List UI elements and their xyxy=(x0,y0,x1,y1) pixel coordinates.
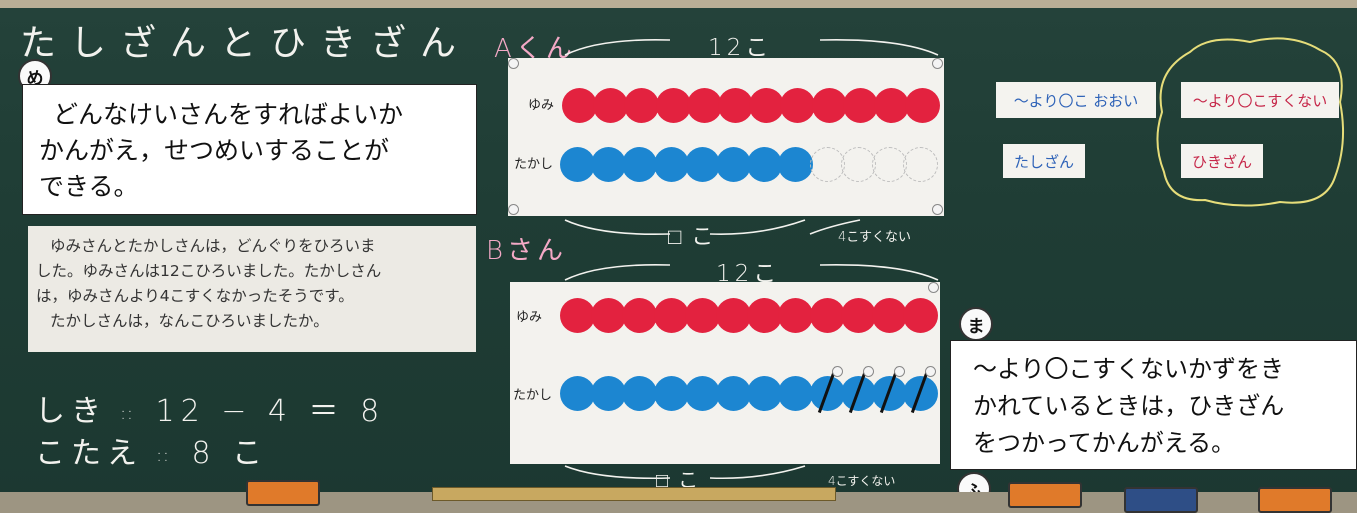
red-dot xyxy=(747,298,782,333)
diagram-b-row1-label: ゆみ xyxy=(516,306,542,325)
magnet xyxy=(925,366,936,377)
expression-row: しき ∷ 12 − 4 ＝ 8 xyxy=(35,386,385,430)
red-dot xyxy=(593,88,628,123)
board-title: たしざんとひきざん xyxy=(20,14,470,66)
diagram-a-row1-label: ゆみ xyxy=(528,94,554,113)
red-dot xyxy=(810,298,845,333)
keyword-strip-addition: たしざん xyxy=(1003,144,1085,178)
blue-dot xyxy=(747,376,782,411)
eraser-icon xyxy=(246,480,320,506)
red-dot xyxy=(749,88,784,123)
answer-row: こたえ ∷ 8 こ xyxy=(35,428,268,472)
red-dot xyxy=(685,298,720,333)
ruler-icon xyxy=(432,487,836,501)
magnet xyxy=(928,282,939,293)
summary-line-3: をつかってかんがえる。 xyxy=(973,425,1342,462)
red-dot xyxy=(903,298,938,333)
empty-dot xyxy=(903,147,938,182)
red-dot xyxy=(780,88,815,123)
goal-line-2: かんがえ，せつめいすることが xyxy=(39,133,460,169)
magnet xyxy=(508,204,519,215)
red-dot xyxy=(622,298,657,333)
red-dot xyxy=(716,298,751,333)
magnet xyxy=(508,58,519,69)
eraser-icon xyxy=(1008,482,1082,508)
thought-cloud xyxy=(1150,32,1350,212)
magnet xyxy=(932,204,943,215)
red-dot xyxy=(905,88,940,123)
keyword-strip-more: 〜より〇こ おおい xyxy=(996,82,1156,118)
red-dot xyxy=(591,298,626,333)
blue-dot xyxy=(747,147,782,182)
blue-dot xyxy=(716,376,751,411)
red-dot xyxy=(624,88,659,123)
eraser-icon xyxy=(1258,487,1332,513)
diagram-b-paper: ゆみ たかし xyxy=(510,282,940,464)
red-dot xyxy=(872,298,907,333)
expression-label: しき xyxy=(35,394,107,429)
diagram-b-title: Bさん xyxy=(486,230,567,267)
problem-paper: ゆみさんとたかしさんは，どんぐりをひろいま した。ゆみさんは12こひろいました。… xyxy=(28,226,476,352)
red-dot xyxy=(778,298,813,333)
blue-dot xyxy=(591,376,626,411)
red-dot xyxy=(843,88,878,123)
blue-dot xyxy=(778,376,813,411)
colon-icon: ∷ xyxy=(159,447,176,468)
red-dot xyxy=(874,88,909,123)
magnet xyxy=(863,366,874,377)
diagram-a-less-label: 4こすくない xyxy=(838,226,911,245)
blue-dot xyxy=(560,147,595,182)
blue-dot xyxy=(654,147,689,182)
answer-label: こたえ xyxy=(35,436,143,471)
empty-dot xyxy=(872,147,907,182)
colon-icon: ∷ xyxy=(123,405,140,426)
problem-line-2: した。ゆみさんは12こひろいました。たかしさん xyxy=(36,259,468,284)
red-dot xyxy=(812,88,847,123)
problem-line-4: たかしさんは，なんこひろいましたか。 xyxy=(36,309,468,334)
magnet xyxy=(894,366,905,377)
blue-dot xyxy=(778,147,813,182)
blue-dot xyxy=(685,376,720,411)
keyword-strip-subtraction: ひきざん xyxy=(1181,144,1263,178)
red-dot xyxy=(562,88,597,123)
problem-line-1: ゆみさんとたかしさんは，どんぐりをひろいま xyxy=(36,234,468,259)
empty-dot xyxy=(810,147,845,182)
answer-text: 8 こ xyxy=(192,436,269,471)
summary-badge: ま xyxy=(959,307,993,341)
expression-text: 12 − 4 ＝ 8 xyxy=(156,394,386,429)
board-frame xyxy=(0,0,1357,8)
keyword-strip-less: 〜より〇こすくない xyxy=(1181,82,1339,118)
red-dot xyxy=(560,298,595,333)
red-dot xyxy=(718,88,753,123)
diagram-a-box-label: □こ xyxy=(668,219,723,251)
red-dot xyxy=(687,88,722,123)
red-dot xyxy=(841,298,876,333)
diagram-a-paper: ゆみ たかし xyxy=(508,58,944,216)
diagram-b-row2-label: たかし xyxy=(513,384,552,403)
magnet xyxy=(932,58,943,69)
summary-line-2: かれているときは，ひきざん xyxy=(973,388,1342,425)
goal-line-1: どんなけいさんをすればよいか xyxy=(39,97,460,133)
red-dot xyxy=(656,88,691,123)
eraser-icon xyxy=(1124,487,1198,513)
blue-dot xyxy=(716,147,751,182)
blue-dot xyxy=(622,147,657,182)
blue-dot xyxy=(622,376,657,411)
blue-dot xyxy=(685,147,720,182)
summary-line-1: 〜より〇こすくないかずをき xyxy=(973,351,1342,388)
blue-dot xyxy=(591,147,626,182)
diagram-a-total-label: 12こ xyxy=(708,28,772,62)
problem-line-3: は，ゆみさんより4こすくなかったそうです。 xyxy=(36,284,468,309)
goal-line-3: できる。 xyxy=(39,169,460,205)
summary-card: 〜より〇こすくないかずをき かれているときは，ひきざん をつかってかんがえる。 xyxy=(950,340,1357,470)
goal-card: どんなけいさんをすればよいか かんがえ，せつめいすることが できる。 xyxy=(22,84,477,215)
diagram-b-less-label: 4こすくない xyxy=(828,472,895,489)
diagram-a-row2-label: たかし xyxy=(514,153,553,172)
magnet xyxy=(832,366,843,377)
blue-dot xyxy=(654,376,689,411)
blue-dot xyxy=(560,376,595,411)
empty-dot xyxy=(841,147,876,182)
red-dot xyxy=(654,298,689,333)
